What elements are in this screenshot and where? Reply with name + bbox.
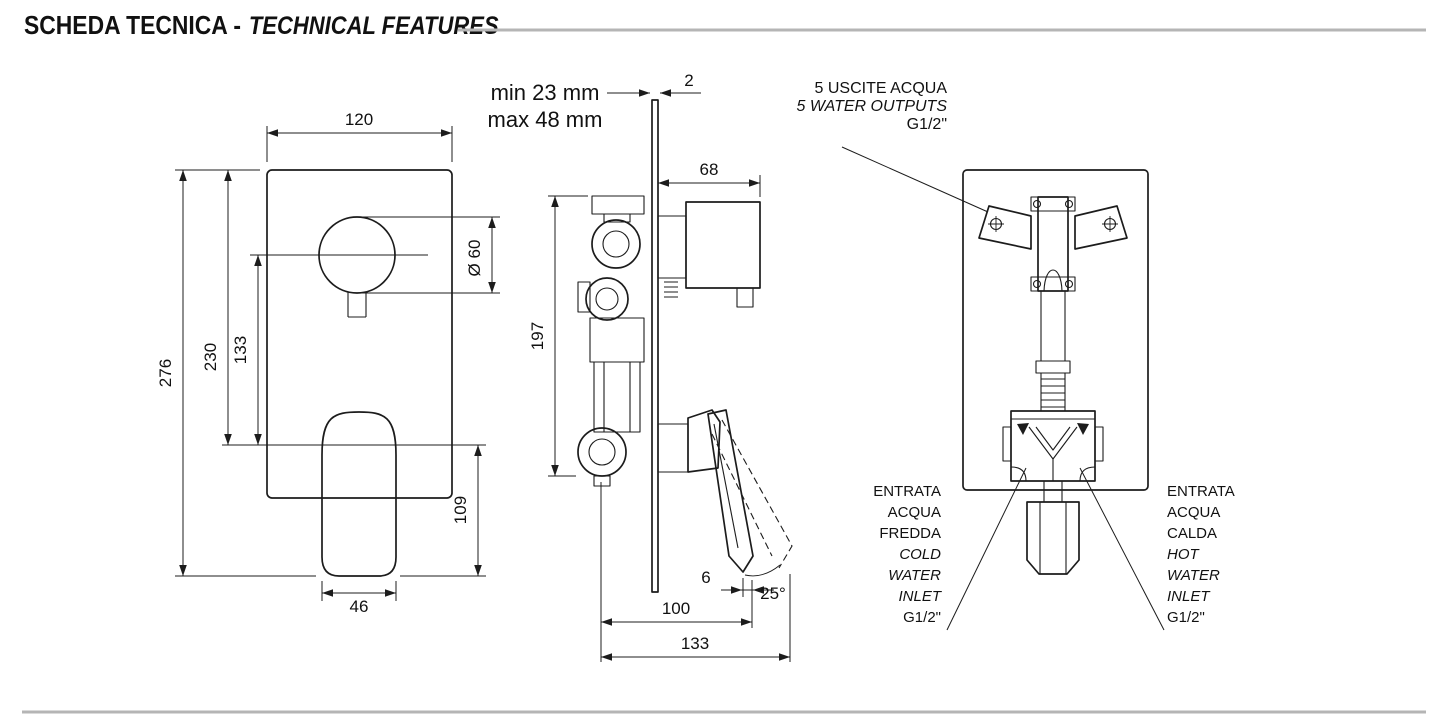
dim-side-133: 133 bbox=[681, 634, 709, 653]
hot-inlet-line4: HOT bbox=[1167, 546, 1201, 563]
cold-inlet-line4: COLD bbox=[899, 546, 941, 563]
front-view-drawing bbox=[222, 169, 486, 577]
cold-inlet-line3: FREDDA bbox=[879, 525, 941, 542]
side-handle-hub bbox=[687, 409, 721, 473]
title-italian: SCHEDA TECNICA - bbox=[24, 10, 241, 40]
cold-inlet-line2: ACQUA bbox=[888, 504, 941, 521]
dim-side-angle: 25° bbox=[760, 584, 786, 603]
back-hot-flow-arrow bbox=[1077, 423, 1089, 435]
leader-cold-inlet bbox=[946, 467, 1027, 631]
front-view-dimensions: 120 276 230 133 Ø 60 109 46 bbox=[156, 110, 500, 616]
hot-inlet-line2: ACQUA bbox=[1167, 504, 1220, 521]
hot-inlet-line3: CALDA bbox=[1167, 525, 1217, 542]
dim-side-68: 68 bbox=[700, 160, 719, 179]
outputs-label-line2: 5 WATER OUTPUTS bbox=[796, 98, 947, 115]
dim-front-133: 133 bbox=[231, 336, 250, 364]
back-plate bbox=[962, 169, 1149, 491]
back-diverter-right-wing bbox=[1074, 205, 1128, 250]
dim-front-width-top: 120 bbox=[345, 110, 373, 129]
leader-hot-inlet bbox=[1079, 467, 1165, 631]
dim-side-6: 6 bbox=[701, 568, 710, 587]
front-knob-stub bbox=[347, 292, 367, 318]
dim-side-100: 100 bbox=[662, 599, 690, 618]
side-spout-body bbox=[685, 201, 761, 289]
back-view-drawing bbox=[841, 146, 1165, 631]
cold-inlet-line7: G1/2" bbox=[903, 609, 941, 626]
cold-inlet-line5: WATER bbox=[888, 567, 941, 584]
back-diverter-left-wing bbox=[978, 205, 1032, 250]
outputs-label-line1: 5 USCITE ACQUA bbox=[815, 80, 948, 97]
page-title: SCHEDA TECNICA - TECHNICAL FEATURES bbox=[24, 10, 499, 41]
hot-inlet-line6: INLET bbox=[1167, 588, 1211, 605]
side-view-dimensions: min 23 mm max 48 mm 2 68 197 6 bbox=[488, 71, 791, 662]
leader-outputs bbox=[841, 146, 989, 213]
dim-side-depth-min: min 23 mm bbox=[491, 80, 600, 105]
side-valve-mid bbox=[585, 277, 629, 321]
front-lever-handle bbox=[321, 411, 397, 577]
side-view-drawing bbox=[577, 99, 793, 593]
dim-front-109: 109 bbox=[451, 496, 470, 524]
side-valve-top bbox=[591, 219, 641, 269]
dim-front-height-total: 276 bbox=[156, 359, 175, 387]
dim-front-230: 230 bbox=[201, 343, 220, 371]
side-valve-bottom bbox=[577, 427, 627, 477]
back-hex-fitting bbox=[1026, 501, 1080, 575]
cold-inlet-line1: ENTRATA bbox=[873, 483, 941, 500]
back-view-labels: 5 USCITE ACQUA 5 WATER OUTPUTS G1/2" ENT… bbox=[796, 80, 1234, 626]
hot-inlet-line1: ENTRATA bbox=[1167, 483, 1235, 500]
back-riser-pipe bbox=[1040, 290, 1066, 362]
back-cold-flow-arrow bbox=[1017, 423, 1029, 435]
side-wall-plate bbox=[651, 99, 659, 593]
dim-front-diameter: Ø 60 bbox=[465, 240, 484, 277]
title-english: TECHNICAL FEATURES bbox=[248, 12, 499, 40]
side-handle-lever bbox=[707, 409, 754, 573]
hot-inlet-line7: G1/2" bbox=[1167, 609, 1205, 626]
dim-side-depth-max: max 48 mm bbox=[488, 107, 603, 132]
side-handle-lever-rotated bbox=[721, 419, 793, 569]
dim-side-plate-thickness: 2 bbox=[684, 71, 693, 90]
dim-side-197: 197 bbox=[528, 322, 547, 350]
outputs-label-line3: G1/2" bbox=[907, 116, 947, 133]
dim-front-width-bottom: 46 bbox=[350, 597, 369, 616]
hot-inlet-line5: WATER bbox=[1167, 567, 1220, 584]
front-plate bbox=[266, 169, 453, 499]
cold-inlet-line6: INLET bbox=[898, 588, 942, 605]
